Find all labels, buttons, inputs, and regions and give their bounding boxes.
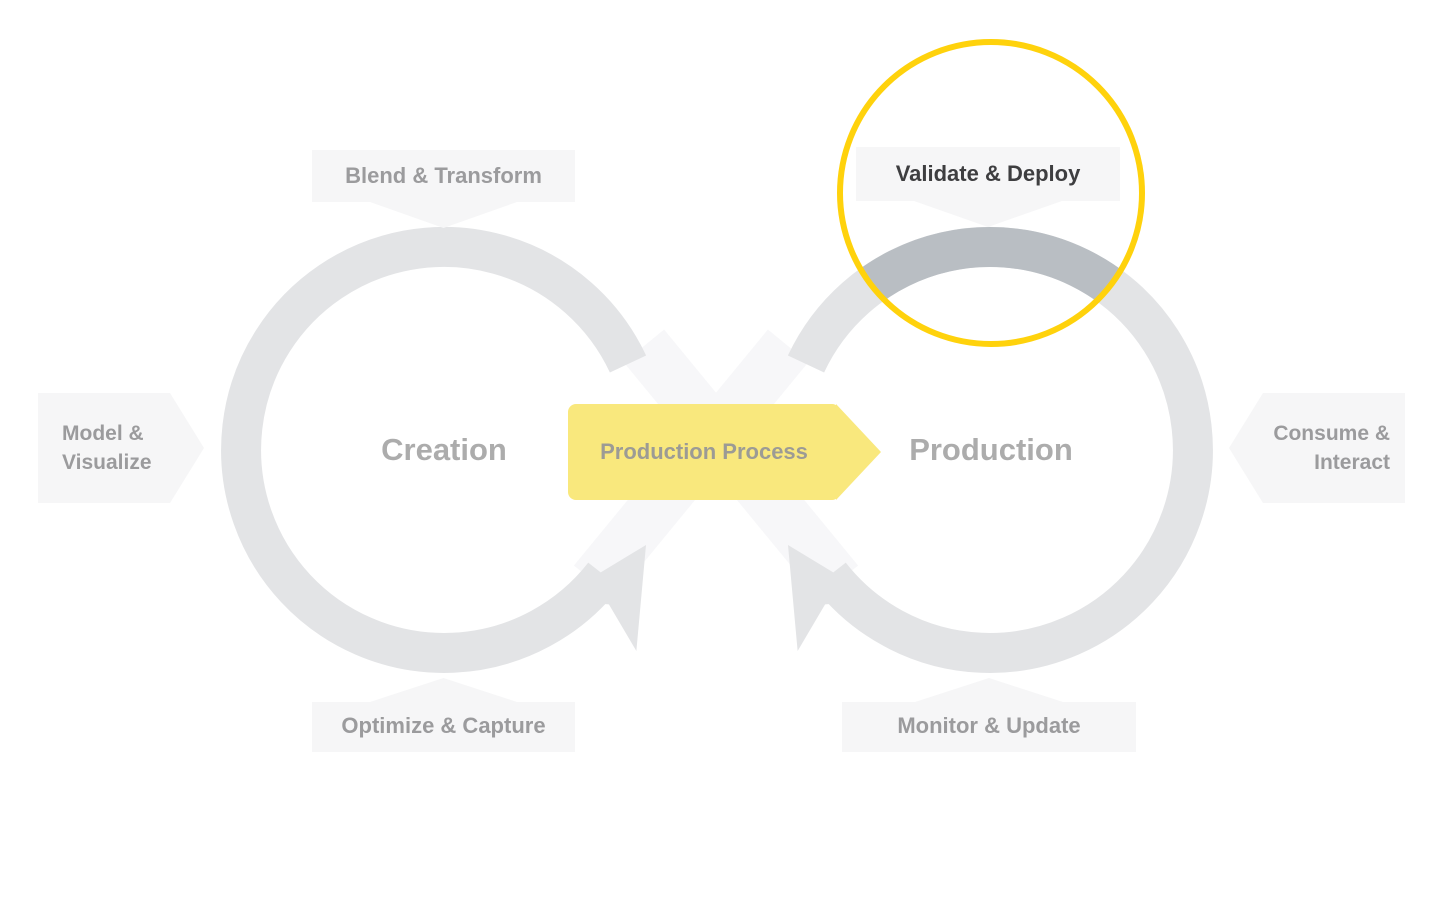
- optimize-capture-badge: [312, 678, 575, 752]
- stage-label-model-line2: Visualize: [62, 451, 152, 474]
- creation-loop-label: Creation: [381, 432, 507, 467]
- consume-interact-badge: [1229, 393, 1405, 503]
- blend-transform-badge: [312, 150, 575, 228]
- production-process-arrow-tip: [836, 404, 881, 500]
- stage-label-model-line1: Model &: [62, 422, 144, 445]
- stage-label-blend-transform: Blend & Transform: [345, 163, 542, 188]
- production-process-arrow: [568, 404, 881, 500]
- stage-label-consume-interact: Consume & Interact: [1242, 419, 1390, 477]
- monitor-update-badge: [842, 678, 1136, 752]
- stage-label-optimize-capture: Optimize & Capture: [341, 713, 546, 738]
- validate-deploy-highlighted-segment: [841, 227, 1141, 333]
- stage-label-model-visualize: Model & Visualize: [62, 419, 152, 477]
- production-process-arrow-body: [568, 404, 840, 500]
- stage-label-consume-line1: Consume &: [1273, 422, 1390, 445]
- stage-label-monitor-update: Monitor & Update: [897, 713, 1081, 738]
- stage-label-consume-line2: Interact: [1314, 451, 1390, 474]
- production-loop-arrowhead-icon: [788, 545, 880, 652]
- creation-loop-arc: [221, 227, 647, 673]
- model-visualize-badge: [38, 393, 204, 503]
- highlight-circle: [837, 39, 1145, 347]
- creation-loop-arrowhead-icon: [554, 545, 646, 652]
- production-loop-label: Production: [909, 432, 1073, 467]
- production-process-label: Production Process: [600, 439, 808, 464]
- validate-deploy-badge: [856, 147, 1120, 227]
- stage-label-validate-deploy: Validate & Deploy: [895, 161, 1081, 186]
